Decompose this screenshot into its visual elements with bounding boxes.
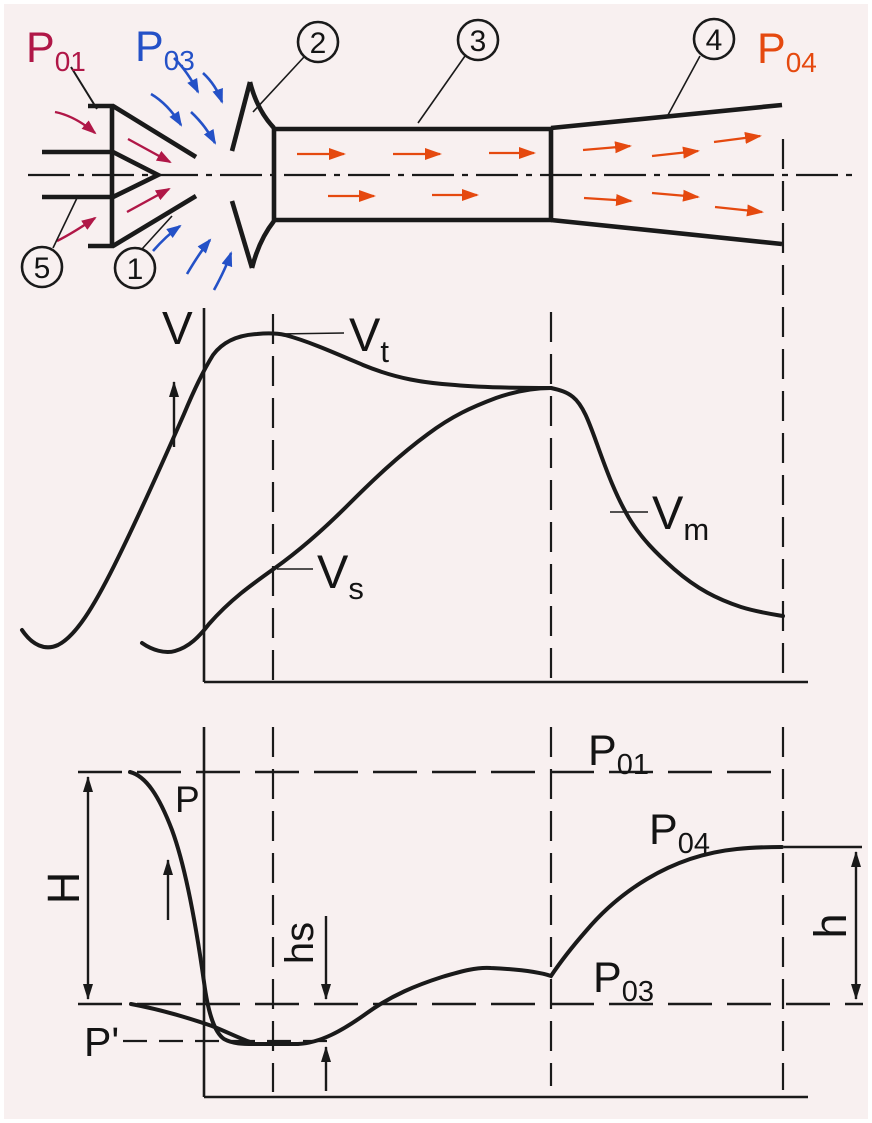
mixed-flow-arrow xyxy=(651,146,700,159)
vs-curve-label: Vs xyxy=(317,545,364,606)
velocity-curve-vs xyxy=(140,386,553,654)
pressure-curve-suction xyxy=(129,1002,252,1044)
velocity-curve-vm xyxy=(549,386,785,618)
p01-inlet-label: P01 xyxy=(26,24,86,77)
callout-3-circle xyxy=(456,18,500,62)
primary-nozzle xyxy=(88,103,198,249)
callout-5-circle xyxy=(20,245,64,289)
primary-flow-arrow xyxy=(127,137,172,164)
diffuser xyxy=(550,102,783,247)
vt-curve-label: Vt xyxy=(349,308,389,369)
bell-mouth-top-outer-lip xyxy=(229,81,253,152)
diffuser-top-wall xyxy=(550,102,783,131)
dimension-suction-head: hs xyxy=(278,916,331,1091)
supply-pipe xyxy=(42,149,164,200)
nozzle-converging-bottom-wall xyxy=(111,194,198,248)
mixed-flow-arrows xyxy=(297,131,764,217)
bell-mouth xyxy=(229,81,277,269)
bell-mouth-top-inner-curve xyxy=(247,81,276,130)
callout-1-number: 1 xyxy=(127,253,144,286)
mixed-flow-arrow xyxy=(651,189,700,202)
dimension-total-head: H xyxy=(38,776,93,1000)
primary-flow-arrow xyxy=(126,187,171,214)
dimension-discharge-head: h xyxy=(805,851,861,1000)
callout-4-number: 4 xyxy=(706,24,723,57)
callout-2-leader xyxy=(252,56,305,113)
callout-supply-pipe: 5 xyxy=(20,197,78,289)
callouts: 1 2 3 4 5 xyxy=(20,17,736,290)
supply-pipe-cone-tip xyxy=(111,149,164,200)
secondary-flow-arrow xyxy=(152,224,182,252)
station-lines xyxy=(271,139,785,1092)
mixed-flow-arrow xyxy=(713,131,762,144)
vm-curve-label: Vm xyxy=(652,486,709,547)
callout-5-number: 5 xyxy=(34,252,51,285)
callout-5-leader xyxy=(52,197,78,249)
secondary-flow-arrow xyxy=(202,72,224,104)
callout-4-circle xyxy=(692,17,736,61)
mixed-flow-arrow xyxy=(583,194,633,207)
callout-3-number: 3 xyxy=(470,25,487,58)
suction-head-label: hs xyxy=(278,922,322,964)
p03-suction-label: P03 xyxy=(135,23,195,76)
callout-bell-mouth: 2 xyxy=(252,20,340,113)
vt-leader-line xyxy=(276,332,345,335)
p04-level-label: P04 xyxy=(649,806,710,860)
callout-3-leader xyxy=(417,55,466,124)
secondary-flow-arrows xyxy=(150,57,233,291)
bell-mouth-bottom-outer-lip xyxy=(229,200,255,269)
callout-nozzle: 1 xyxy=(113,215,173,290)
primary-flow-arrow xyxy=(56,216,97,243)
nozzle-converging-top-wall xyxy=(111,104,198,159)
mixed-flow-arrow xyxy=(582,141,632,154)
pressure-axis-label: P xyxy=(175,779,200,820)
secondary-flow-arrow xyxy=(150,92,183,127)
p03-level-label: P03 xyxy=(593,954,654,1008)
secondary-flow-arrow xyxy=(190,111,217,145)
callout-4-leader xyxy=(667,55,701,116)
callout-2-number: 2 xyxy=(310,27,327,60)
p01-leader-line xyxy=(70,66,98,110)
secondary-flow-arrow xyxy=(173,57,200,94)
primary-flow-arrow xyxy=(54,110,97,135)
callout-1-circle xyxy=(113,246,157,290)
diffuser-bottom-wall xyxy=(550,217,783,247)
discharge-head-label: h xyxy=(805,913,856,938)
p-prime-label: P' xyxy=(84,1019,119,1065)
velocity-axis-label: V xyxy=(162,302,193,354)
pressure-graph: P H hs h P01 P04 P03 P' xyxy=(38,727,863,1099)
secondary-flow-arrow xyxy=(212,251,233,291)
p01-level-label: P01 xyxy=(588,727,649,781)
callout-diffuser: 4 xyxy=(667,17,736,116)
velocity-curve-vt xyxy=(20,331,553,650)
callout-mixing-chamber: 3 xyxy=(417,18,500,124)
p04-discharge-label: P04 xyxy=(757,25,817,78)
callout-2-circle xyxy=(296,20,340,64)
ejector-schematic: P01 P03 P04 1 2 3 4 xyxy=(20,17,860,291)
mixed-flow-arrow xyxy=(714,204,764,217)
pressure-curve-primary xyxy=(128,770,784,1046)
bell-mouth-bottom-inner-curve xyxy=(249,219,276,269)
total-head-label: H xyxy=(38,872,89,905)
schematic-pressure-labels: P01 P03 P04 xyxy=(26,23,817,110)
mixing-chamber xyxy=(274,126,554,223)
velocity-graph: V Vt Vs Vm xyxy=(20,302,808,684)
secondary-flow-arrow xyxy=(185,238,212,275)
callout-1-leader xyxy=(141,215,173,250)
primary-flow-arrows xyxy=(54,110,172,243)
